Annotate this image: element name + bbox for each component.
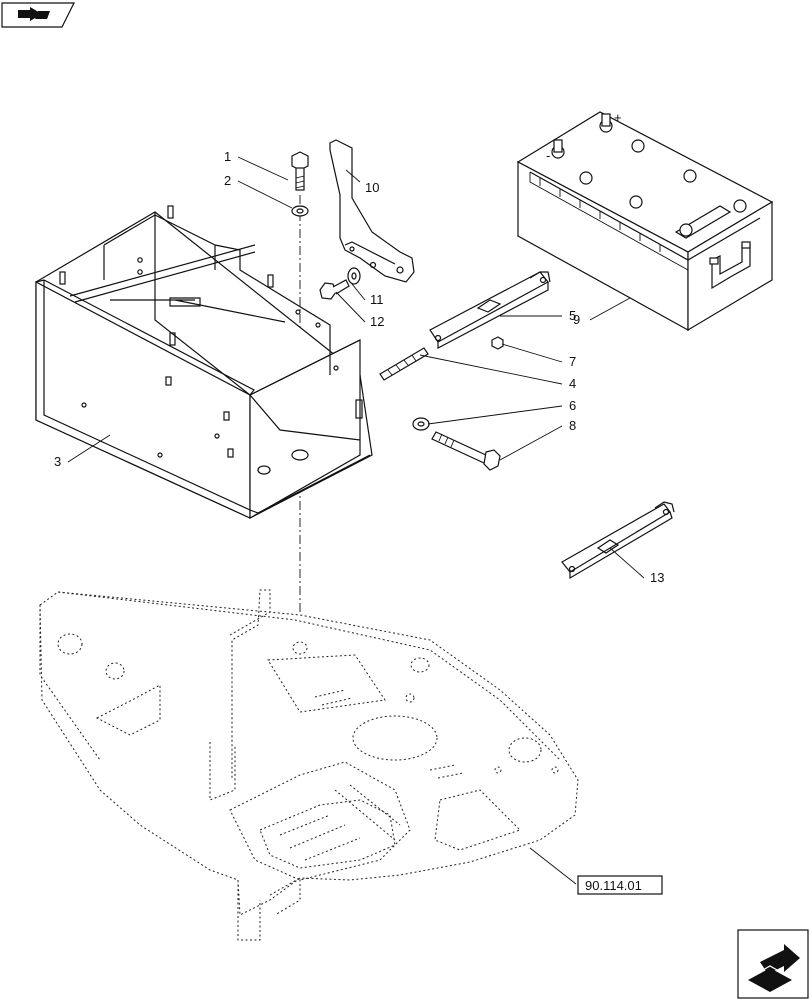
nut-part-7 <box>491 336 504 350</box>
reference-box[interactable]: 90.114.01 <box>577 875 663 895</box>
washer-part-2 <box>291 205 309 217</box>
callout-11: 11 <box>370 292 384 307</box>
battery-plus-mark: + <box>614 110 622 125</box>
callout-3: 3 <box>54 454 61 469</box>
washer-part-11 <box>347 267 361 285</box>
callout-labels: 1 2 3 4 5 6 7 8 9 10 11 12 13 <box>54 149 664 585</box>
callout-5: 5 <box>569 308 576 323</box>
bolt-part-8 <box>431 431 501 471</box>
battery-part-9: - + <box>516 110 774 332</box>
battery-minus-mark: - <box>546 148 550 163</box>
bolt-part-1 <box>291 151 309 191</box>
clamp-bar-part-5 <box>429 271 551 349</box>
callout-10: 10 <box>365 180 379 195</box>
battery-tray <box>35 205 373 520</box>
bolt-part-12 <box>319 279 350 300</box>
top-nav-icon[interactable] <box>1 2 75 28</box>
callout-2: 2 <box>224 173 231 188</box>
clamp-bar-part-13 <box>561 501 675 580</box>
callout-13: 13 <box>650 570 664 585</box>
callout-9: 9 <box>573 312 580 327</box>
reference-label[interactable]: 90.114.01 <box>585 878 642 893</box>
next-page-icon[interactable] <box>737 929 809 999</box>
bracket-part-10 <box>329 139 415 283</box>
threaded-rod-part-4 <box>379 347 429 381</box>
callout-1: 1 <box>224 149 231 164</box>
machine-frame <box>39 589 579 941</box>
washer-part-6 <box>412 417 430 431</box>
callout-6: 6 <box>569 398 576 413</box>
callout-4: 4 <box>569 376 576 391</box>
leader-lines <box>67 156 645 885</box>
callout-8: 8 <box>569 418 576 433</box>
callout-12: 12 <box>370 314 384 329</box>
callout-7: 7 <box>569 354 576 369</box>
